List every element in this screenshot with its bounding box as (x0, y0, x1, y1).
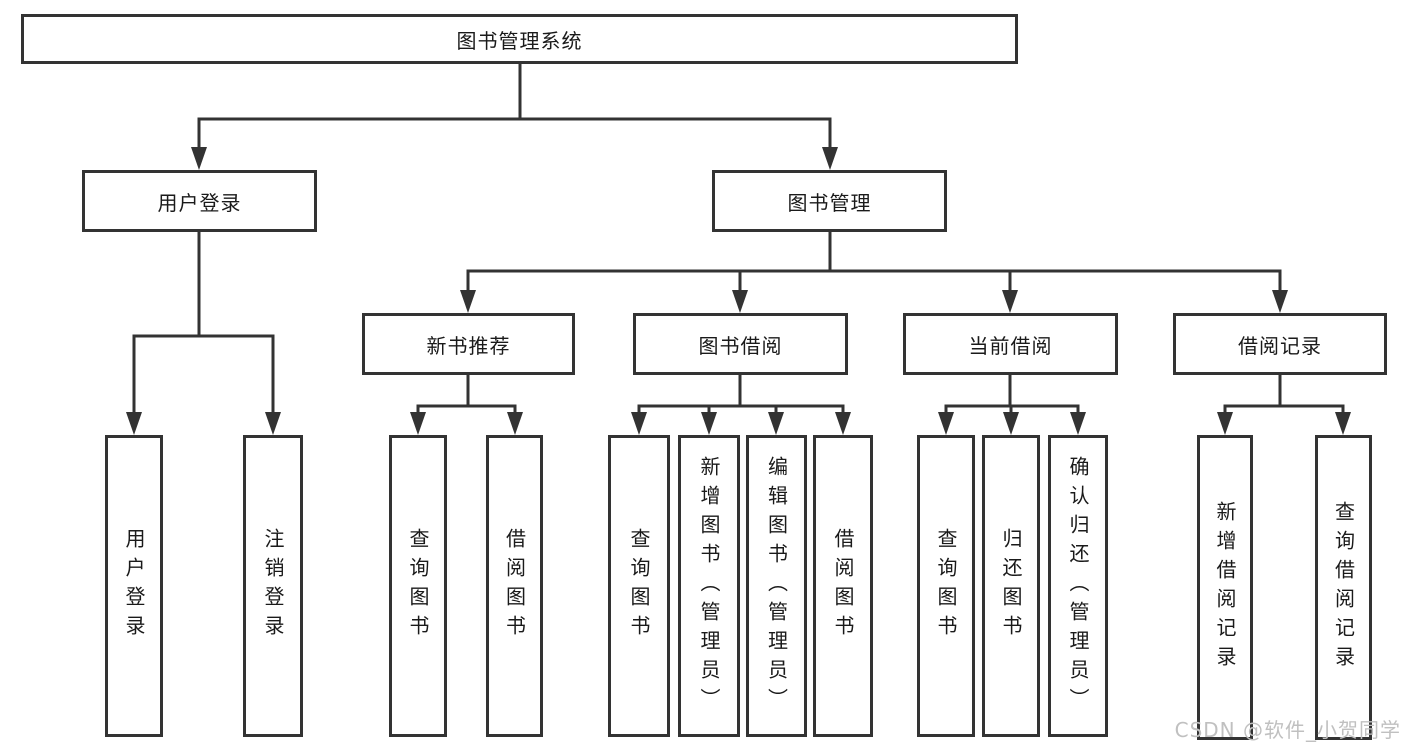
connector-line (132, 232, 275, 416)
arrowhead-icon (1070, 412, 1086, 435)
leaf-add-books-admin-label: 新增图书（管理员） (697, 455, 721, 717)
arrowhead-icon (126, 412, 142, 435)
leaf-query-books-current: 查询图书 (917, 435, 975, 737)
leaf-confirm-return-admin: 确认归还（管理员） (1048, 435, 1108, 737)
node-root-label: 图书管理系统 (456, 28, 583, 53)
arrowhead-icon (701, 412, 717, 435)
node-book-borrowing: 图书借阅 (633, 313, 848, 375)
leaf-logout-label: 注销登录 (261, 528, 285, 644)
arrowhead-icon (1003, 412, 1019, 435)
arrowhead-icon (1002, 290, 1018, 313)
arrowhead-icon (1272, 290, 1288, 313)
arrowhead-icon (507, 412, 523, 435)
node-user-login: 用户登录 (82, 170, 317, 232)
arrowhead-icon (410, 412, 426, 435)
connector-line (1223, 375, 1345, 416)
node-current-borrowing-label: 当前借阅 (968, 333, 1053, 358)
leaf-query-books-recommend-label: 查询图书 (406, 528, 430, 644)
leaf-query-borrow-record-label: 查询借阅记录 (1331, 500, 1356, 675)
node-book-borrowing-label: 图书借阅 (698, 333, 783, 358)
node-book-management-label: 图书管理 (787, 190, 872, 215)
leaf-borrow-books-borrowing: 借阅图书 (813, 435, 873, 737)
node-new-book-recommend: 新书推荐 (362, 313, 575, 375)
watermark-text: CSDN @软件_小贺同学 (1174, 718, 1401, 742)
connector-line (416, 375, 517, 416)
leaf-add-borrow-record-label: 新增借阅记录 (1213, 500, 1237, 675)
leaf-borrow-books-borrowing-label: 借阅图书 (831, 528, 855, 644)
watermark: CSDN @软件_小贺同学 (1175, 714, 1401, 743)
node-new-book-recommend-label: 新书推荐 (426, 333, 511, 358)
leaf-query-books-borrowing-label: 查询图书 (627, 528, 651, 644)
node-current-borrowing: 当前借阅 (903, 313, 1118, 375)
node-borrowing-records: 借阅记录 (1173, 313, 1387, 375)
arrowhead-icon (265, 412, 281, 435)
arrowhead-icon (191, 147, 207, 170)
leaf-query-books-recommend: 查询图书 (389, 435, 447, 737)
node-borrowing-records-label: 借阅记录 (1238, 333, 1322, 358)
leaf-edit-books-admin: 编辑图书（管理员） (746, 435, 807, 737)
leaf-borrow-books-recommend: 借阅图书 (486, 435, 543, 737)
arrowhead-icon (1217, 412, 1233, 435)
leaf-query-books-borrowing: 查询图书 (608, 435, 670, 737)
leaf-add-borrow-record: 新增借阅记录 (1197, 435, 1253, 740)
arrowhead-icon (732, 290, 748, 313)
leaf-return-books: 归还图书 (982, 435, 1040, 737)
arrowhead-icon (460, 290, 476, 313)
connector-line (944, 375, 1080, 416)
leaf-query-borrow-record: 查询借阅记录 (1315, 435, 1372, 740)
leaf-confirm-return-admin-label: 确认归还（管理员） (1066, 455, 1090, 717)
leaf-logout: 注销登录 (243, 435, 303, 737)
arrowhead-icon (938, 412, 954, 435)
connector-line (466, 232, 1282, 294)
leaf-return-books-label: 归还图书 (999, 528, 1023, 644)
connector-line (637, 375, 845, 416)
node-user-login-label: 用户登录 (157, 190, 242, 215)
leaf-add-books-admin: 新增图书（管理员） (678, 435, 740, 737)
connector-line (197, 64, 832, 151)
arrowhead-icon (835, 412, 851, 435)
node-book-management: 图书管理 (712, 170, 947, 232)
leaf-edit-books-admin-label: 编辑图书（管理员） (764, 455, 789, 717)
leaf-user-login: 用户登录 (105, 435, 163, 737)
leaf-query-books-current-label: 查询图书 (934, 528, 958, 644)
leaf-borrow-books-recommend-label: 借阅图书 (502, 528, 527, 644)
arrowhead-icon (631, 412, 647, 435)
node-root: 图书管理系统 (21, 14, 1018, 64)
leaf-user-login-label: 用户登录 (122, 528, 146, 644)
arrowhead-icon (1335, 412, 1351, 435)
arrowhead-icon (768, 412, 784, 435)
arrowhead-icon (822, 147, 838, 170)
